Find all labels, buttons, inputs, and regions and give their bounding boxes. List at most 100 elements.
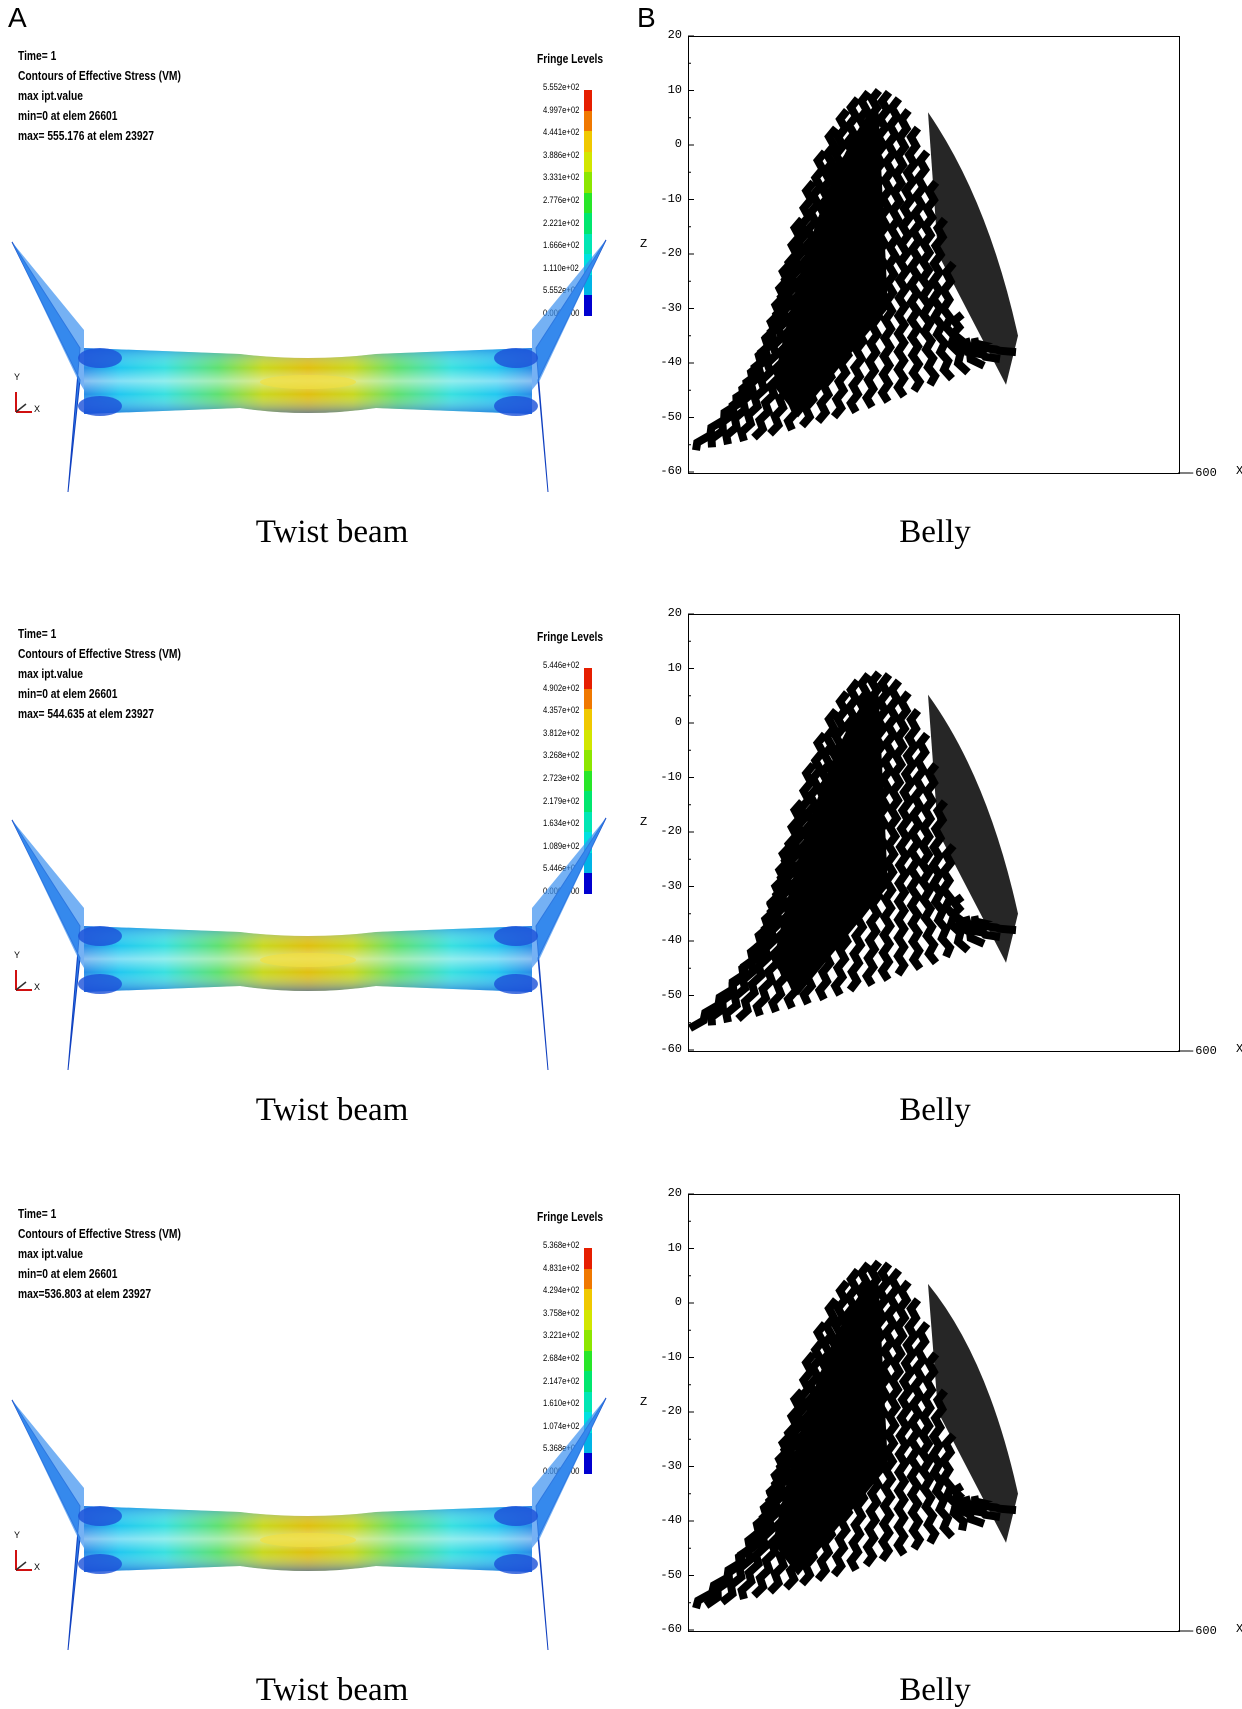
y-tick-label: -60: [660, 1042, 682, 1056]
fringe-level-label: 1.110e+02: [543, 262, 579, 273]
fringe-swatch: [584, 110, 592, 132]
x-axis-label: X: [1236, 1622, 1242, 1636]
right-flange-face: [532, 1398, 606, 1548]
left-flange: [11, 1399, 81, 1651]
z-axis-label: Z: [640, 236, 648, 251]
fringe-level-label: 1.089e+02: [543, 840, 580, 851]
y-tick-label: -40: [660, 1513, 682, 1527]
fringe-swatch: [584, 131, 592, 153]
fringe-level-label: 3.886e+02: [543, 149, 580, 160]
y-tick-label: -60: [660, 464, 682, 478]
y-tick-label: 0: [674, 715, 682, 729]
fe-info-min: min=0 at elem 26601: [18, 109, 118, 123]
caption-belly: Belly: [899, 1092, 971, 1128]
fringe-swatch: [584, 1289, 592, 1311]
belly-stripe: [950, 1495, 1001, 1522]
belly-mesh: [692, 1259, 1018, 1610]
fringe-swatch: [584, 1268, 592, 1290]
fringe-swatch: [584, 1371, 592, 1393]
stress-spot: [78, 348, 122, 368]
stress-spot: [494, 1506, 538, 1526]
z-axis-label: Z: [640, 814, 648, 829]
panel-label-a: A: [8, 2, 27, 33]
y-tick-label: -10: [660, 1349, 682, 1364]
y-tick-label: 10: [667, 82, 682, 97]
fringe-swatch: [584, 811, 592, 833]
axis-y-label: Y: [14, 1530, 21, 1540]
fringe-level-label: 2.221e+02: [543, 217, 580, 228]
left-flange-face: [12, 1400, 84, 1548]
fringe-swatch: [584, 750, 592, 772]
x-axis-end-tick: [1178, 472, 1190, 474]
fe-info-block: Time= 1 Contours of Effective Stress (VM)…: [18, 624, 181, 724]
left-flange: [11, 241, 81, 493]
stress-spot: [78, 1554, 122, 1574]
belly-stripe: [917, 1351, 940, 1545]
fringe-level-label: 5.368e+01: [543, 1443, 580, 1454]
y-tick-label: -20: [660, 824, 682, 838]
belly-stripe: [928, 799, 955, 959]
twist-beam-model: [11, 1397, 607, 1651]
y-tick-label: -40: [660, 355, 682, 369]
fe-info-contours: Contours of Effective Stress (VM): [18, 647, 181, 661]
fringe-levels-title: Fringe Levels: [537, 52, 604, 66]
y-tick-label: 20: [667, 28, 682, 42]
axis-y-label: Y: [14, 950, 21, 960]
x-axis-end-label: -600: [1188, 466, 1217, 480]
fringe-swatch: [584, 1309, 592, 1331]
axis-x-label: X: [34, 1562, 41, 1572]
caption-twist-beam: Twist beam: [255, 1092, 409, 1128]
belly-stripe: [928, 1388, 955, 1540]
fringe-swatch: [584, 1453, 592, 1475]
fringe-swatch: [584, 668, 592, 690]
x-axis-end-label: -600: [1188, 1624, 1217, 1638]
fringe-swatch: [584, 172, 592, 194]
belly-stripe: [928, 216, 955, 382]
stress-spot: [78, 974, 122, 994]
y-tick-label: 10: [667, 660, 682, 675]
y-tick-label: 0: [674, 1295, 682, 1309]
x-axis-end-tick: [1178, 1050, 1190, 1052]
fringe-level-label: 4.997e+02: [543, 104, 580, 115]
fringe-swatch: [584, 90, 592, 112]
belly-stripe: [917, 762, 940, 966]
fe-info-min: min=0 at elem 26601: [18, 1267, 118, 1281]
stress-hotspot: [260, 375, 356, 389]
fe-info-contours: Contours of Effective Stress (VM): [18, 69, 181, 83]
fe-info-max-ipt: max ipt.value: [18, 1247, 83, 1261]
stress-hotspot: [260, 953, 356, 967]
fringe-levels-title: Fringe Levels: [537, 630, 604, 644]
caption-twist-beam: Twist beam: [255, 1672, 409, 1708]
y-tick-label: -40: [660, 933, 682, 947]
belly-y-ticks: [688, 613, 694, 1051]
fringe-level-label: 3.812e+02: [543, 727, 580, 738]
belly-stripe: [893, 708, 922, 977]
fe-info-time: Time= 1: [18, 627, 57, 641]
caption-belly: Belly: [899, 514, 971, 550]
right-flange-face: [532, 818, 606, 968]
x-axis-label: X: [1236, 1042, 1242, 1056]
fringe-level-label: 4.294e+02: [543, 1285, 580, 1296]
belly-stripe: [721, 799, 806, 1024]
fe-info-max: max=536.803 at elem 23927: [18, 1287, 152, 1301]
fringe-swatch: [584, 688, 592, 710]
stress-spot: [494, 926, 538, 946]
belly-stripe: [877, 108, 912, 404]
fringe-swatch: [584, 873, 592, 895]
fringe-swatch: [584, 274, 592, 296]
stress-spot: [78, 926, 122, 946]
fringe-swatch: [584, 852, 592, 874]
left-flange: [11, 819, 81, 1071]
y-tick-label: -50: [660, 409, 682, 424]
belly-y-ticks: [688, 1193, 694, 1631]
fringe-level-label: 1.634e+02: [543, 818, 580, 829]
belly-flank-shadow: [773, 1273, 888, 1576]
stress-hotspot: [260, 1533, 356, 1547]
y-tick-label: -50: [660, 1567, 682, 1582]
stress-spot: [494, 974, 538, 994]
fringe-swatch: [584, 709, 592, 731]
belly-stripe: [893, 1297, 922, 1557]
belly-stripe: [950, 915, 1001, 942]
fringe-swatch: [584, 1248, 592, 1270]
